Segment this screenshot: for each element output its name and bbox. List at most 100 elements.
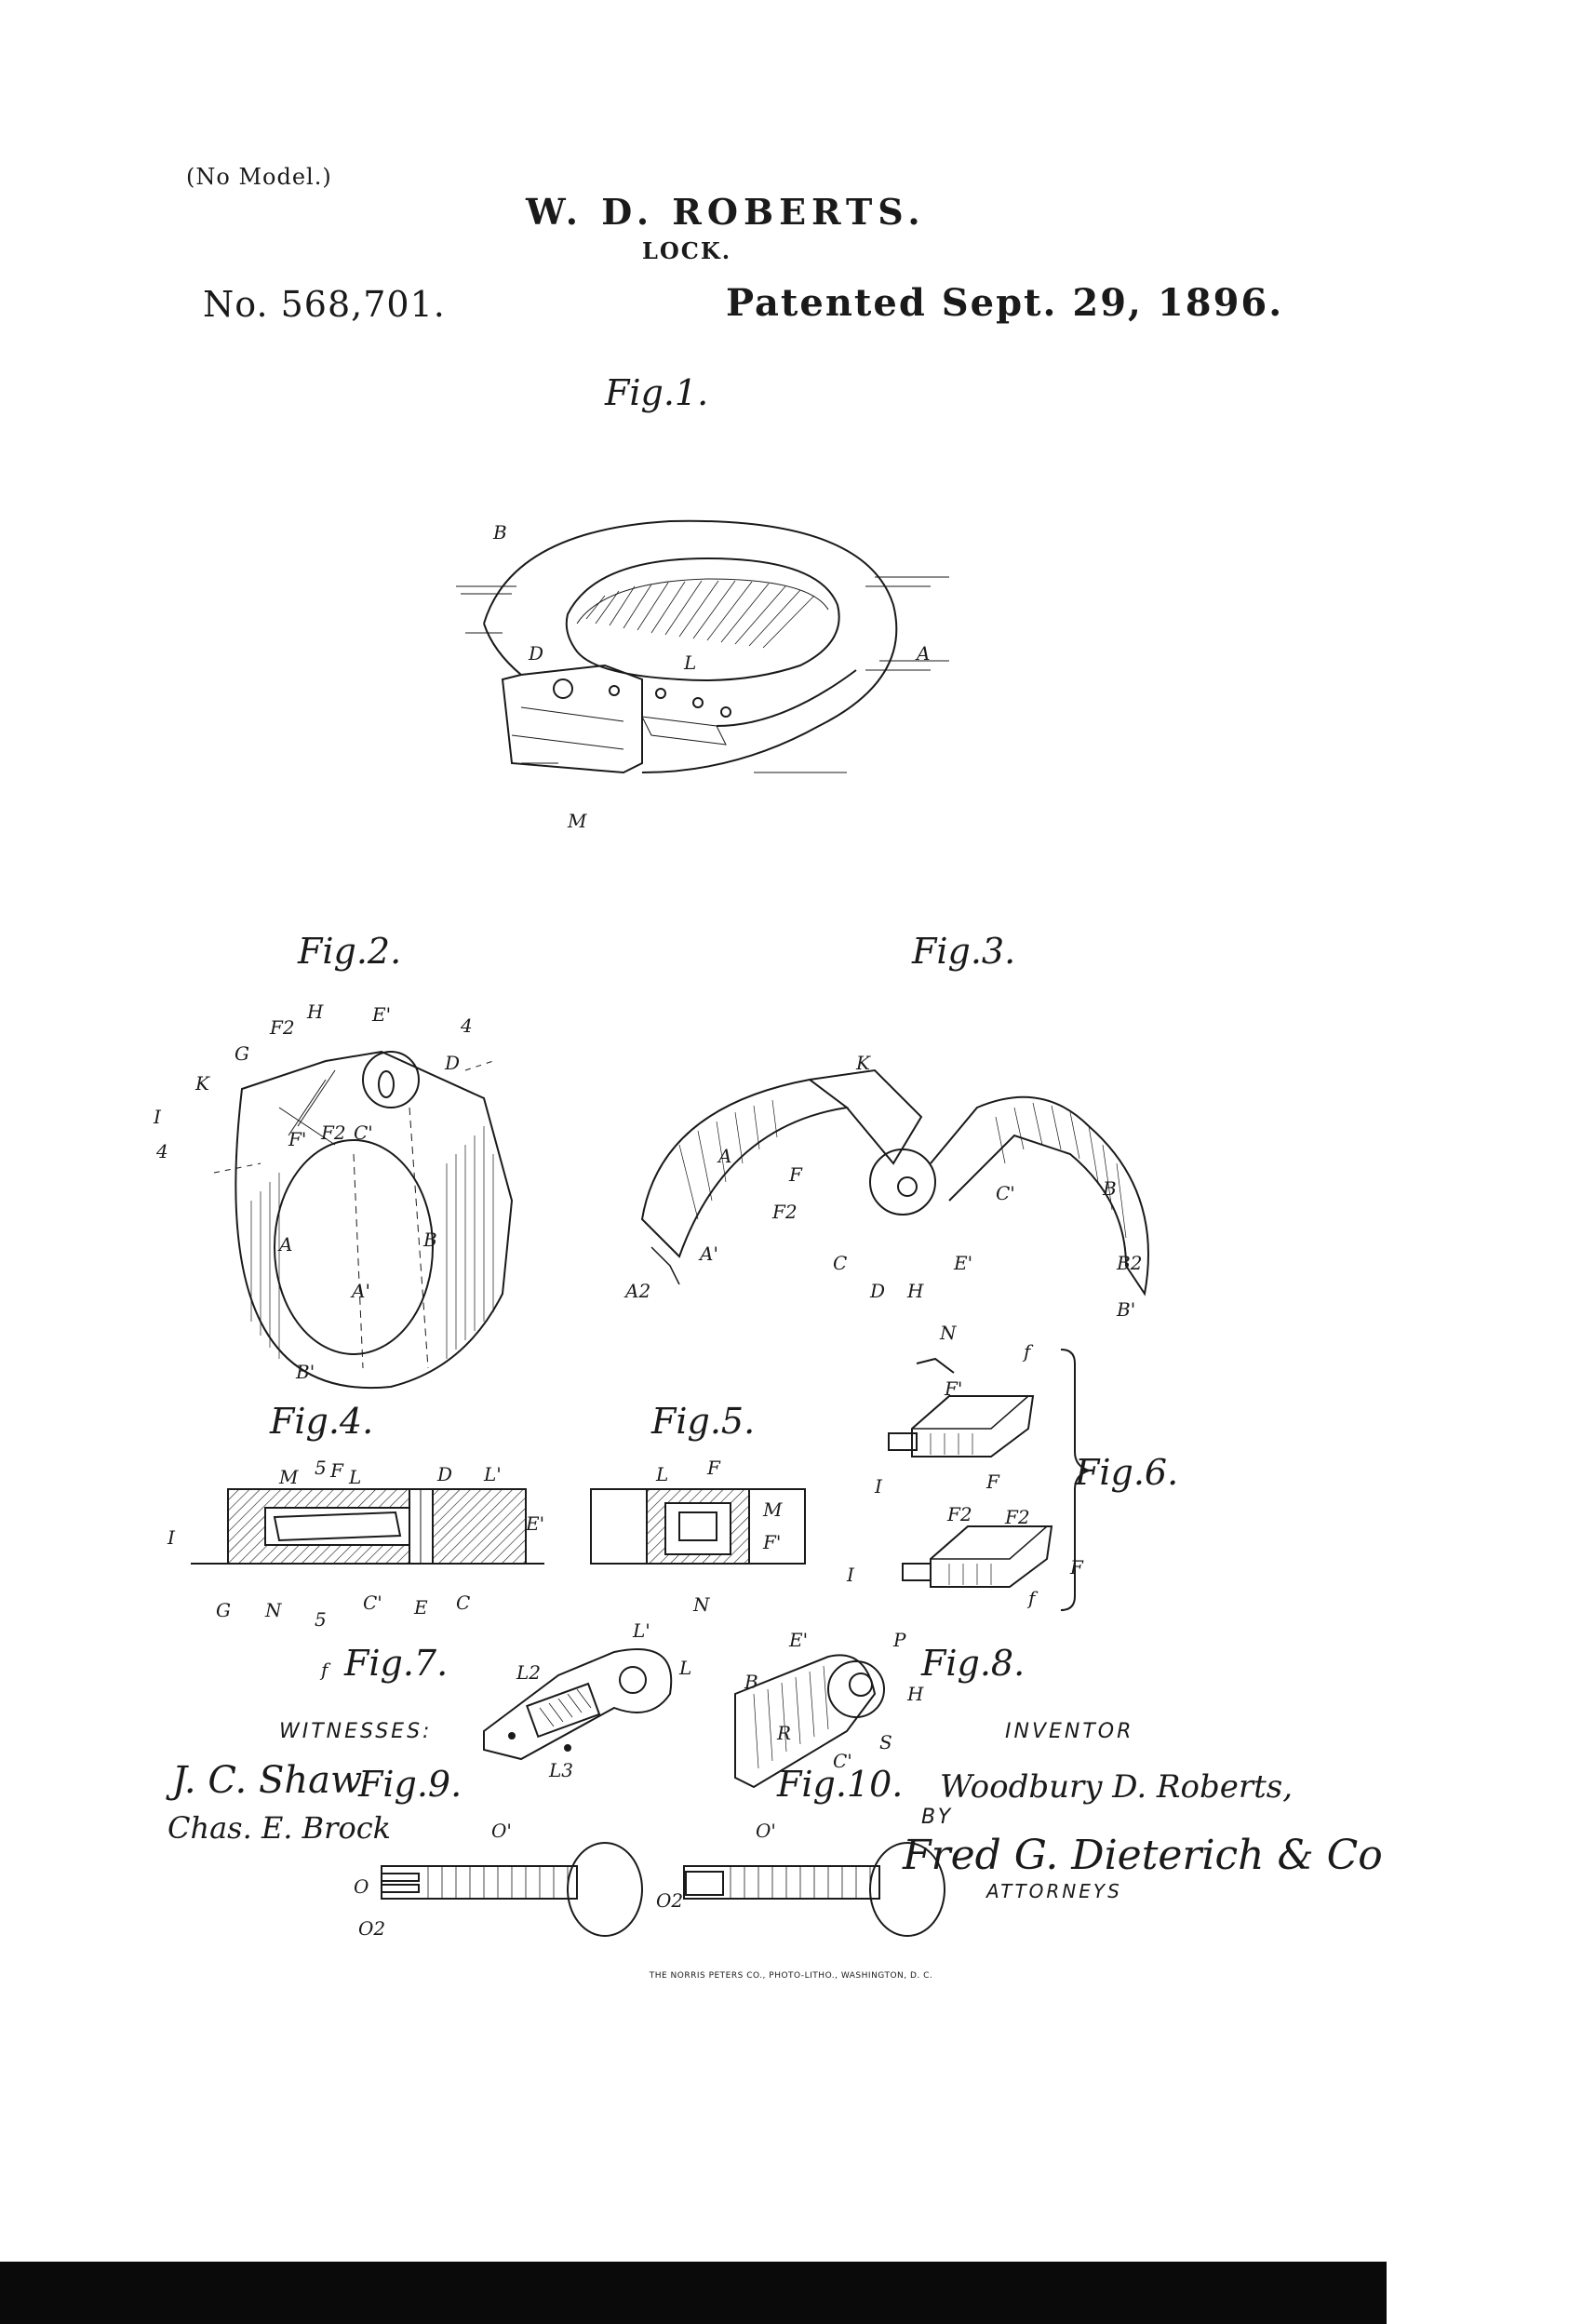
fig2-lock-section-drawing (213, 1050, 514, 1390)
fig4-label-l-prime: L' (484, 1463, 502, 1485)
fig2-label-g: G (235, 1042, 249, 1065)
inventor-name: W. D. ROBERTS. (526, 191, 926, 233)
fig3-label-h: H (907, 1280, 924, 1302)
fig2-label-i: I (154, 1106, 161, 1128)
inventor-signature: Woodbury D. Roberts, (940, 1768, 1294, 1806)
fig1-label-a: A (917, 642, 931, 665)
fig6-bolt-drawing (888, 1349, 1093, 1611)
fig6-label-f-small-bottom: f (1028, 1587, 1036, 1609)
fig8-label-e-prime: E' (789, 1629, 809, 1651)
fig3-label-c: C (833, 1252, 848, 1274)
fig3-label-a: A (718, 1145, 732, 1167)
witnesses-heading: WITNESSES: (279, 1720, 433, 1743)
fig2-label-a-prime: A' (352, 1280, 370, 1302)
fig2-label-f2: F2 (270, 1016, 295, 1039)
fig6-label-i-bottom: I (847, 1564, 854, 1586)
fig2-label-4-left: 4 (156, 1140, 168, 1162)
fig8-label-p: P (893, 1629, 906, 1651)
fig4-label-5-bottom: 5 (315, 1608, 327, 1631)
fig1-caption: Fig.1. (605, 372, 709, 413)
fig7-caption: Fig.7. (344, 1643, 449, 1684)
fig2-label-f2-lower: F2 (321, 1122, 346, 1144)
fig3-label-a-prime: A' (700, 1243, 718, 1265)
fig6-label-i-top: I (875, 1475, 882, 1498)
fig8-label-b: B (744, 1671, 758, 1693)
fig2-label-h: H (307, 1001, 324, 1023)
fig4-label-e: E (414, 1596, 428, 1619)
fig7-label-l3: L3 (549, 1759, 574, 1781)
no-model-note: (No Model.) (186, 164, 332, 190)
scan-border-bar (0, 2262, 1387, 2324)
by-label: BY (921, 1806, 954, 1829)
fig10-label-o-prime: O' (756, 1820, 776, 1842)
attorneys-label: ATTORNEYS (986, 1880, 1122, 1902)
fig10-label-o2: O2 (656, 1889, 684, 1912)
fig3-label-k: K (856, 1052, 870, 1074)
fig2-caption: Fig.2. (298, 931, 402, 972)
fig1-label-b: B (493, 521, 507, 544)
fig7-label-l-prime: L' (633, 1619, 650, 1642)
fig6-label-f-small-top: f (1024, 1340, 1031, 1363)
fig3-label-a2: A2 (625, 1280, 651, 1302)
witness-signature-1: J. C. Shaw (172, 1759, 363, 1802)
fig9-caption: Fig.9. (358, 1764, 463, 1805)
fig2-label-f-prime: F' (288, 1128, 307, 1150)
fig4-label-i: I (168, 1526, 175, 1549)
fig3-label-f: F (789, 1163, 802, 1186)
fig4-section-drawing (191, 1488, 544, 1565)
fig3-label-e-prime: E' (954, 1252, 973, 1274)
fig8-jaw-detail-drawing (734, 1654, 885, 1789)
fig8-label-c-prime: C' (833, 1750, 852, 1772)
fig4-label-l: L (349, 1466, 362, 1488)
fig1-label-l: L (684, 652, 697, 674)
attorney-signature: Fred G. Dieterich & Co (903, 1832, 1383, 1879)
fig5-label-n: N (693, 1593, 710, 1616)
fig6-label-n: N (940, 1322, 957, 1344)
fig4-label-e-prime: E' (526, 1512, 545, 1535)
inventor-heading: INVENTOR (1005, 1720, 1134, 1743)
fig4-label-c-prime: C' (363, 1592, 382, 1614)
fig3-caption: Fig.3. (912, 931, 1016, 972)
fig9-key-drawing (381, 1842, 643, 1937)
fig2-label-b: B (423, 1229, 437, 1251)
fig2-label-b-prime: B' (296, 1361, 315, 1383)
patent-date: Patented Sept. 29, 1896. (726, 281, 1284, 325)
fig2-label-c-prime: C' (354, 1122, 373, 1144)
fig4-label-n: N (265, 1599, 282, 1621)
fig8-label-h: H (907, 1683, 924, 1705)
fig6-label-f-prime: F' (945, 1377, 963, 1400)
patent-number: No. 568,701. (203, 284, 446, 325)
fig5-label-f-prime: F' (763, 1531, 782, 1553)
fig1-handcuff-drawing (456, 519, 949, 774)
fig5-caption: Fig.5. (651, 1401, 756, 1442)
fig8-label-s: S (879, 1731, 892, 1753)
fig6-label-f-top: F (986, 1471, 999, 1493)
fig1-label-m: M (568, 810, 587, 832)
fig5-cross-section-drawing (590, 1488, 806, 1565)
fig4-label-f: F (330, 1459, 343, 1482)
fig7-label-l2: L2 (516, 1661, 542, 1684)
fig7-label-f: f (321, 1659, 328, 1681)
fig4-label-g: G (216, 1599, 231, 1621)
fig2-label-4-top: 4 (461, 1014, 473, 1037)
fig3-label-b-prime: B' (1117, 1298, 1136, 1321)
fig3-label-f2: F2 (772, 1201, 798, 1223)
fig7-label-l: L (679, 1657, 692, 1679)
fig10-caption: Fig.10. (777, 1764, 904, 1805)
fig5-label-f: F (707, 1457, 720, 1479)
fig9-label-o: O (354, 1875, 369, 1898)
fig4-caption: Fig.4. (270, 1401, 374, 1442)
fig5-label-m: M (763, 1498, 783, 1521)
fig4-label-5-top: 5 (315, 1457, 327, 1479)
fig6-label-f-bottom: F (1070, 1556, 1083, 1578)
fig2-label-k: K (195, 1072, 209, 1095)
fig7-plate-drawing (483, 1648, 673, 1761)
fig3-label-b2: B2 (1117, 1252, 1143, 1274)
fig2-label-a: A (279, 1233, 293, 1256)
fig4-label-d: D (437, 1463, 453, 1485)
fig10-key-drawing (683, 1842, 945, 1937)
fig8-label-r: R (777, 1722, 792, 1744)
fig3-label-d: D (870, 1280, 886, 1302)
fig9-label-o2: O2 (358, 1917, 386, 1940)
fig6-label-f2-left: F2 (947, 1503, 972, 1525)
